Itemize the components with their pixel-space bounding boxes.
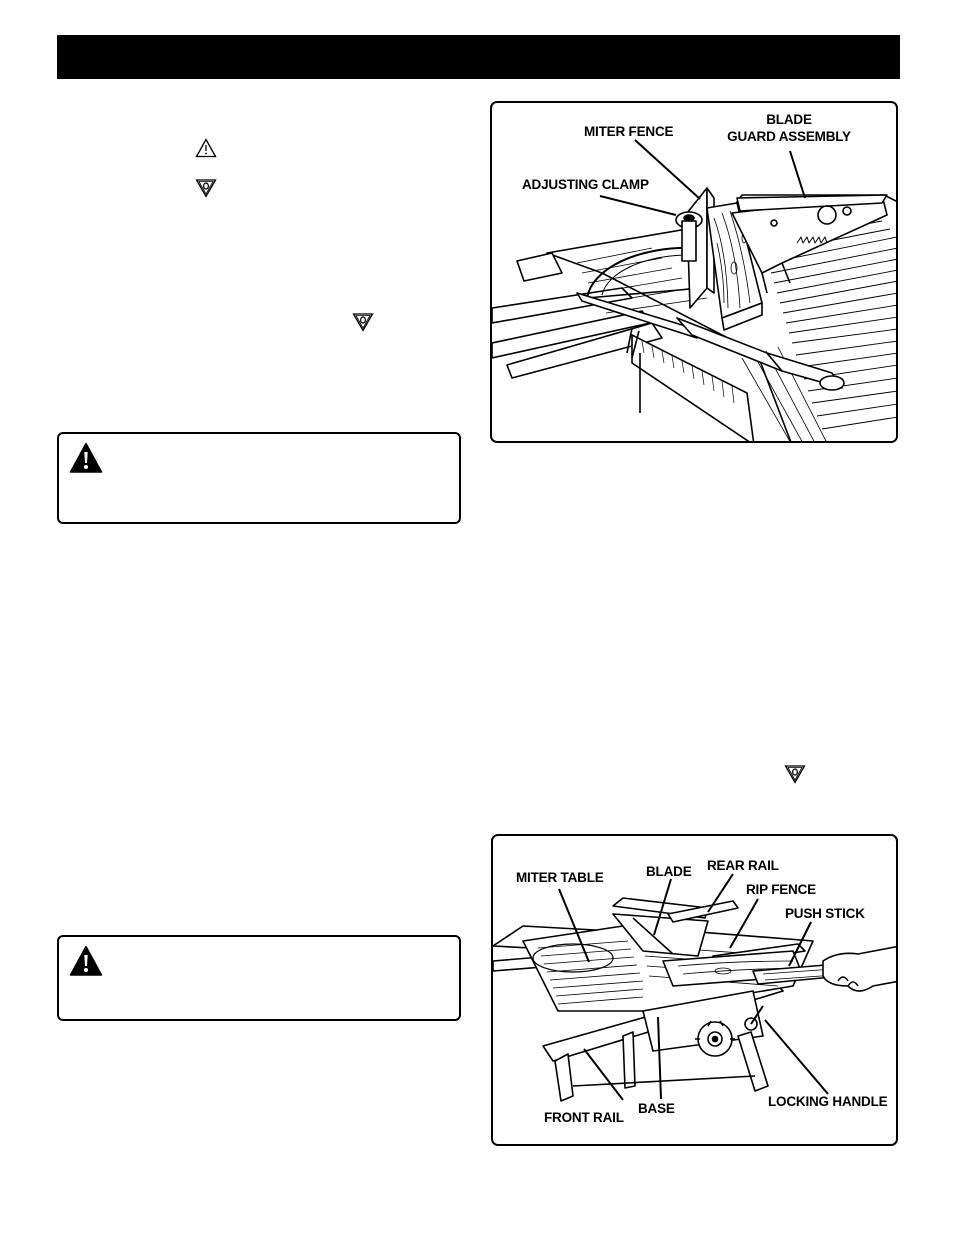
warning-box	[57, 432, 461, 524]
warning-box	[57, 935, 461, 1021]
figure-table-saw: MITER TABLE BLADE REAR RAIL RIP FENCE PU…	[491, 834, 898, 1146]
label-base: BASE	[638, 1101, 675, 1116]
label-front-rail: FRONT RAIL	[544, 1110, 624, 1125]
table-saw-illustration	[493, 873, 896, 1102]
eye-protection-symbol-icon	[352, 313, 374, 332]
label-rear-rail: REAR RAIL	[707, 858, 779, 873]
label-blade-guard-line1: BLADE	[766, 112, 812, 127]
miter-gauge-illustration	[492, 139, 896, 441]
label-miter-fence: MITER FENCE	[584, 124, 674, 139]
eye-protection-symbol-icon	[195, 179, 217, 198]
label-push-stick: PUSH STICK	[785, 906, 865, 921]
label-blade-guard-line2: GUARD ASSEMBLY	[727, 129, 851, 144]
label-blade: BLADE	[646, 864, 692, 879]
figure-miter-gauge: MITER FENCE BLADE GUARD ASSEMBLY ADJUSTI…	[490, 101, 898, 443]
header-bar	[57, 35, 900, 79]
label-locking-handle: LOCKING HANDLE	[768, 1094, 888, 1109]
eye-protection-symbol-icon	[784, 765, 806, 784]
label-adjusting-clamp: ADJUSTING CLAMP	[522, 177, 649, 192]
safety-alert-triangle-icon	[195, 138, 217, 158]
warning-triangle-icon	[69, 945, 103, 976]
label-rip-fence: RIP FENCE	[746, 882, 816, 897]
warning-triangle-icon	[69, 442, 103, 473]
label-miter-table: MITER TABLE	[516, 870, 604, 885]
